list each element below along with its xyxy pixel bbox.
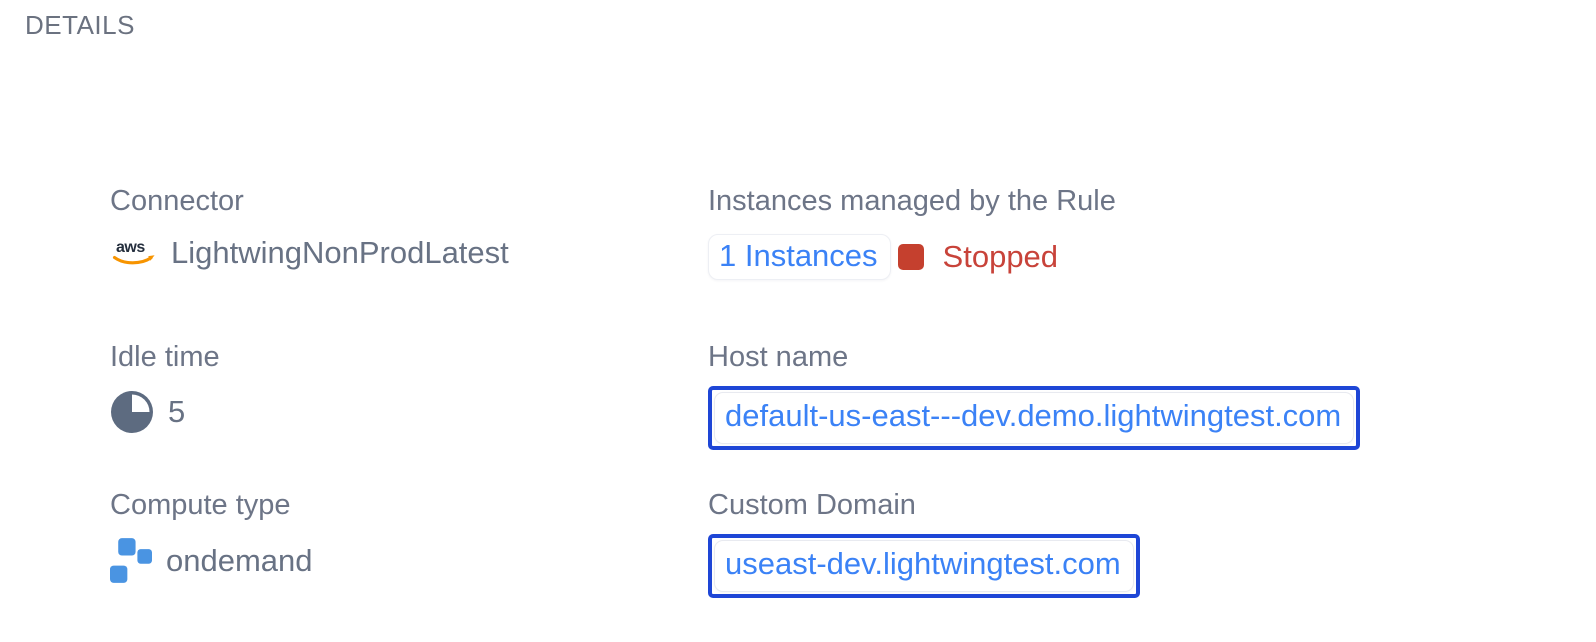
- instances-label: Instances managed by the Rule: [708, 185, 1116, 217]
- connector-label: Connector: [110, 185, 244, 217]
- idle-time-value: 5: [168, 394, 186, 429]
- idle-time-value-row: 5: [110, 390, 708, 434]
- aws-logo-icon: aws: [110, 237, 157, 269]
- field-connector: Connector aws LightwingNonProdLatest: [110, 184, 708, 340]
- connector-value-row: aws LightwingNonProdLatest: [110, 234, 708, 272]
- compute-blocks-icon: [110, 538, 152, 584]
- field-instances: Instances managed by the Rule 1 Instance…: [708, 184, 1360, 340]
- field-idle-time: Idle time 5: [110, 340, 708, 488]
- instances-count-link[interactable]: 1 Instances: [708, 234, 891, 280]
- compute-type-value: ondemand: [166, 543, 313, 578]
- field-custom-domain: Custom Domain useast-dev.lightwingtest.c…: [708, 488, 1360, 598]
- instances-status-text: Stopped: [942, 239, 1059, 274]
- connector-value: LightwingNonProdLatest: [171, 235, 509, 270]
- field-host-name: Host name default-us-east---dev.demo.lig…: [708, 340, 1361, 488]
- host-name-pill: default-us-east---dev.demo.lightwingtest…: [714, 392, 1355, 444]
- custom-domain-label: Custom Domain: [708, 489, 916, 521]
- field-compute-type: Compute type ondemand: [110, 488, 708, 598]
- details-fields-grid: Connector aws LightwingNonProdLatest Ins…: [110, 184, 1361, 598]
- host-name-label: Host name: [708, 341, 849, 373]
- compute-type-label: Compute type: [110, 489, 291, 521]
- idle-time-label: Idle time: [110, 341, 220, 373]
- custom-domain-pill: useast-dev.lightwingtest.com: [714, 540, 1134, 592]
- idle-pie-icon: [110, 390, 154, 434]
- instances-value-row: 1 Instances Stopped: [708, 234, 1360, 280]
- stopped-square-icon: [897, 244, 924, 270]
- panel-title: DETAILS: [25, 10, 135, 40]
- compute-type-value-row: ondemand: [110, 538, 708, 584]
- svg-text:aws: aws: [116, 239, 145, 256]
- host-name-highlight-box: default-us-east---dev.demo.lightwingtest…: [708, 386, 1361, 450]
- host-name-link[interactable]: default-us-east---dev.demo.lightwingtest…: [725, 398, 1342, 433]
- custom-domain-highlight-box: useast-dev.lightwingtest.com: [708, 534, 1140, 598]
- custom-domain-link[interactable]: useast-dev.lightwingtest.com: [725, 546, 1121, 581]
